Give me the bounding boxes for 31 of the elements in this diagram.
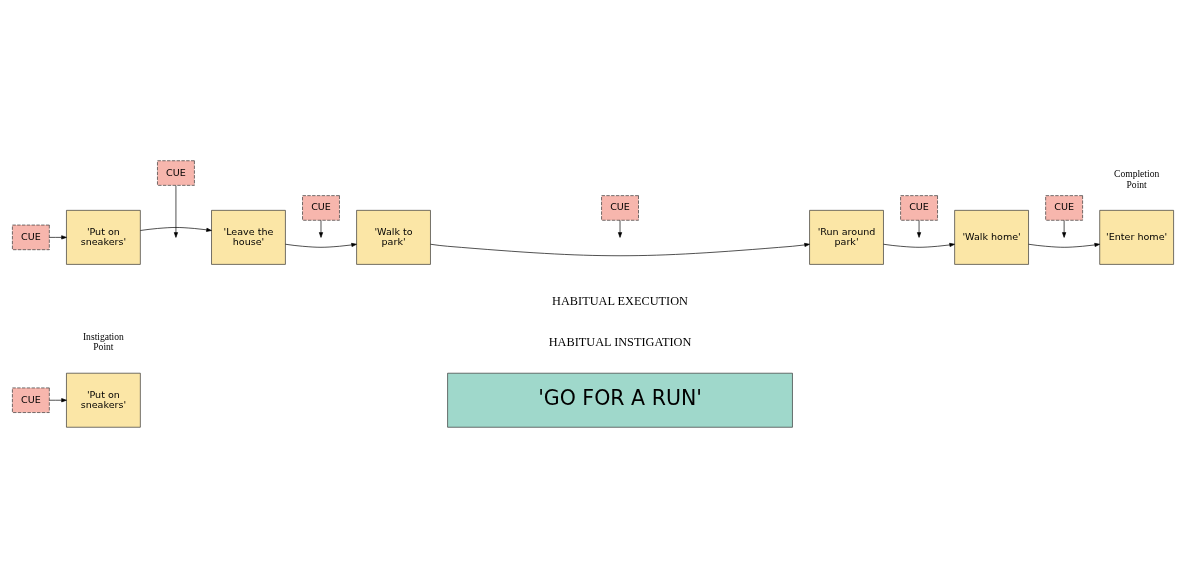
node-box: CUE bbox=[157, 160, 195, 186]
arrow bbox=[49, 398, 67, 403]
label: Instigation Point bbox=[82, 331, 124, 353]
arrow bbox=[1028, 242, 1100, 248]
arrow bbox=[319, 220, 323, 238]
label: HABITUAL EXECUTION bbox=[552, 293, 688, 308]
node-box: 'Walk to park' bbox=[356, 210, 431, 265]
node-box: 'Put on sneakers' bbox=[66, 372, 141, 428]
arrow bbox=[430, 242, 810, 257]
label: Completion Point bbox=[1114, 168, 1160, 190]
node-box: 'Run around park' bbox=[809, 210, 884, 265]
arrow bbox=[618, 220, 623, 238]
label: HABITUAL INSTIGATION bbox=[548, 335, 692, 350]
arrow bbox=[140, 227, 212, 232]
arrow bbox=[173, 185, 178, 238]
node-box: CUE bbox=[12, 224, 50, 251]
arrow bbox=[1062, 220, 1067, 238]
node-box: 'Put on sneakers' bbox=[66, 210, 141, 265]
node-box: CUE bbox=[12, 387, 50, 413]
node-box: 'Leave the house' bbox=[211, 210, 286, 265]
node-box: CUE bbox=[601, 195, 639, 221]
node-box: CUE bbox=[1045, 195, 1083, 221]
arrow bbox=[883, 242, 955, 248]
node-box: CUE bbox=[302, 195, 340, 221]
node-box: CUE bbox=[900, 195, 938, 221]
node-box: 'Enter home' bbox=[1099, 210, 1174, 265]
arrow bbox=[285, 242, 357, 248]
node-box: 'Walk home' bbox=[954, 210, 1029, 265]
arrow bbox=[49, 235, 67, 240]
node-box: 'GO FOR A RUN' bbox=[447, 372, 793, 428]
arrow bbox=[917, 220, 922, 238]
